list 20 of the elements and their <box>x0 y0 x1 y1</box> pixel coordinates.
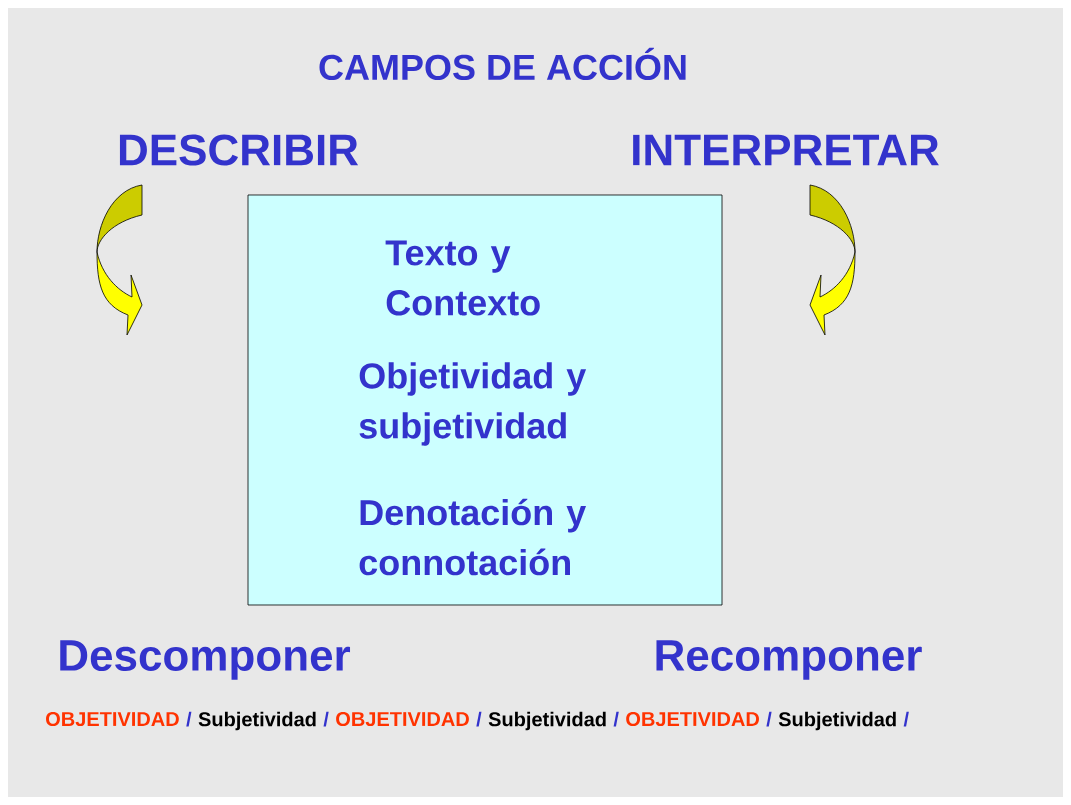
bottom-word: OBJETIVIDAD <box>626 711 759 727</box>
slash: / <box>186 711 192 727</box>
heading-text: DESCRIBIR <box>119 134 359 166</box>
box-text: Denotación y connotación <box>359 498 587 576</box>
bottom-word: Subjetividad <box>198 711 316 731</box>
heading-text: INTERPRETAR <box>633 134 939 166</box>
bottom-word: OBJETIVIDAD <box>46 711 179 727</box>
bottom-word: Subjetividad <box>778 711 896 731</box>
bottom-word: OBJETIVIDAD <box>336 711 469 727</box>
heading-text: Descomponer <box>60 640 351 680</box>
box-text: Objetividad y subjetividad <box>359 362 587 446</box>
box-text: Texto y Contexto <box>385 240 540 316</box>
slash: / <box>903 711 909 727</box>
title: CAMPOS DE ACCIÓN <box>319 47 686 81</box>
bottom-word: Subjetividad <box>488 711 606 731</box>
slash: / <box>476 711 482 727</box>
slash: / <box>613 711 619 727</box>
slash: / <box>766 711 772 727</box>
heading-text: Recomponer <box>656 640 922 680</box>
slash: / <box>323 711 329 727</box>
